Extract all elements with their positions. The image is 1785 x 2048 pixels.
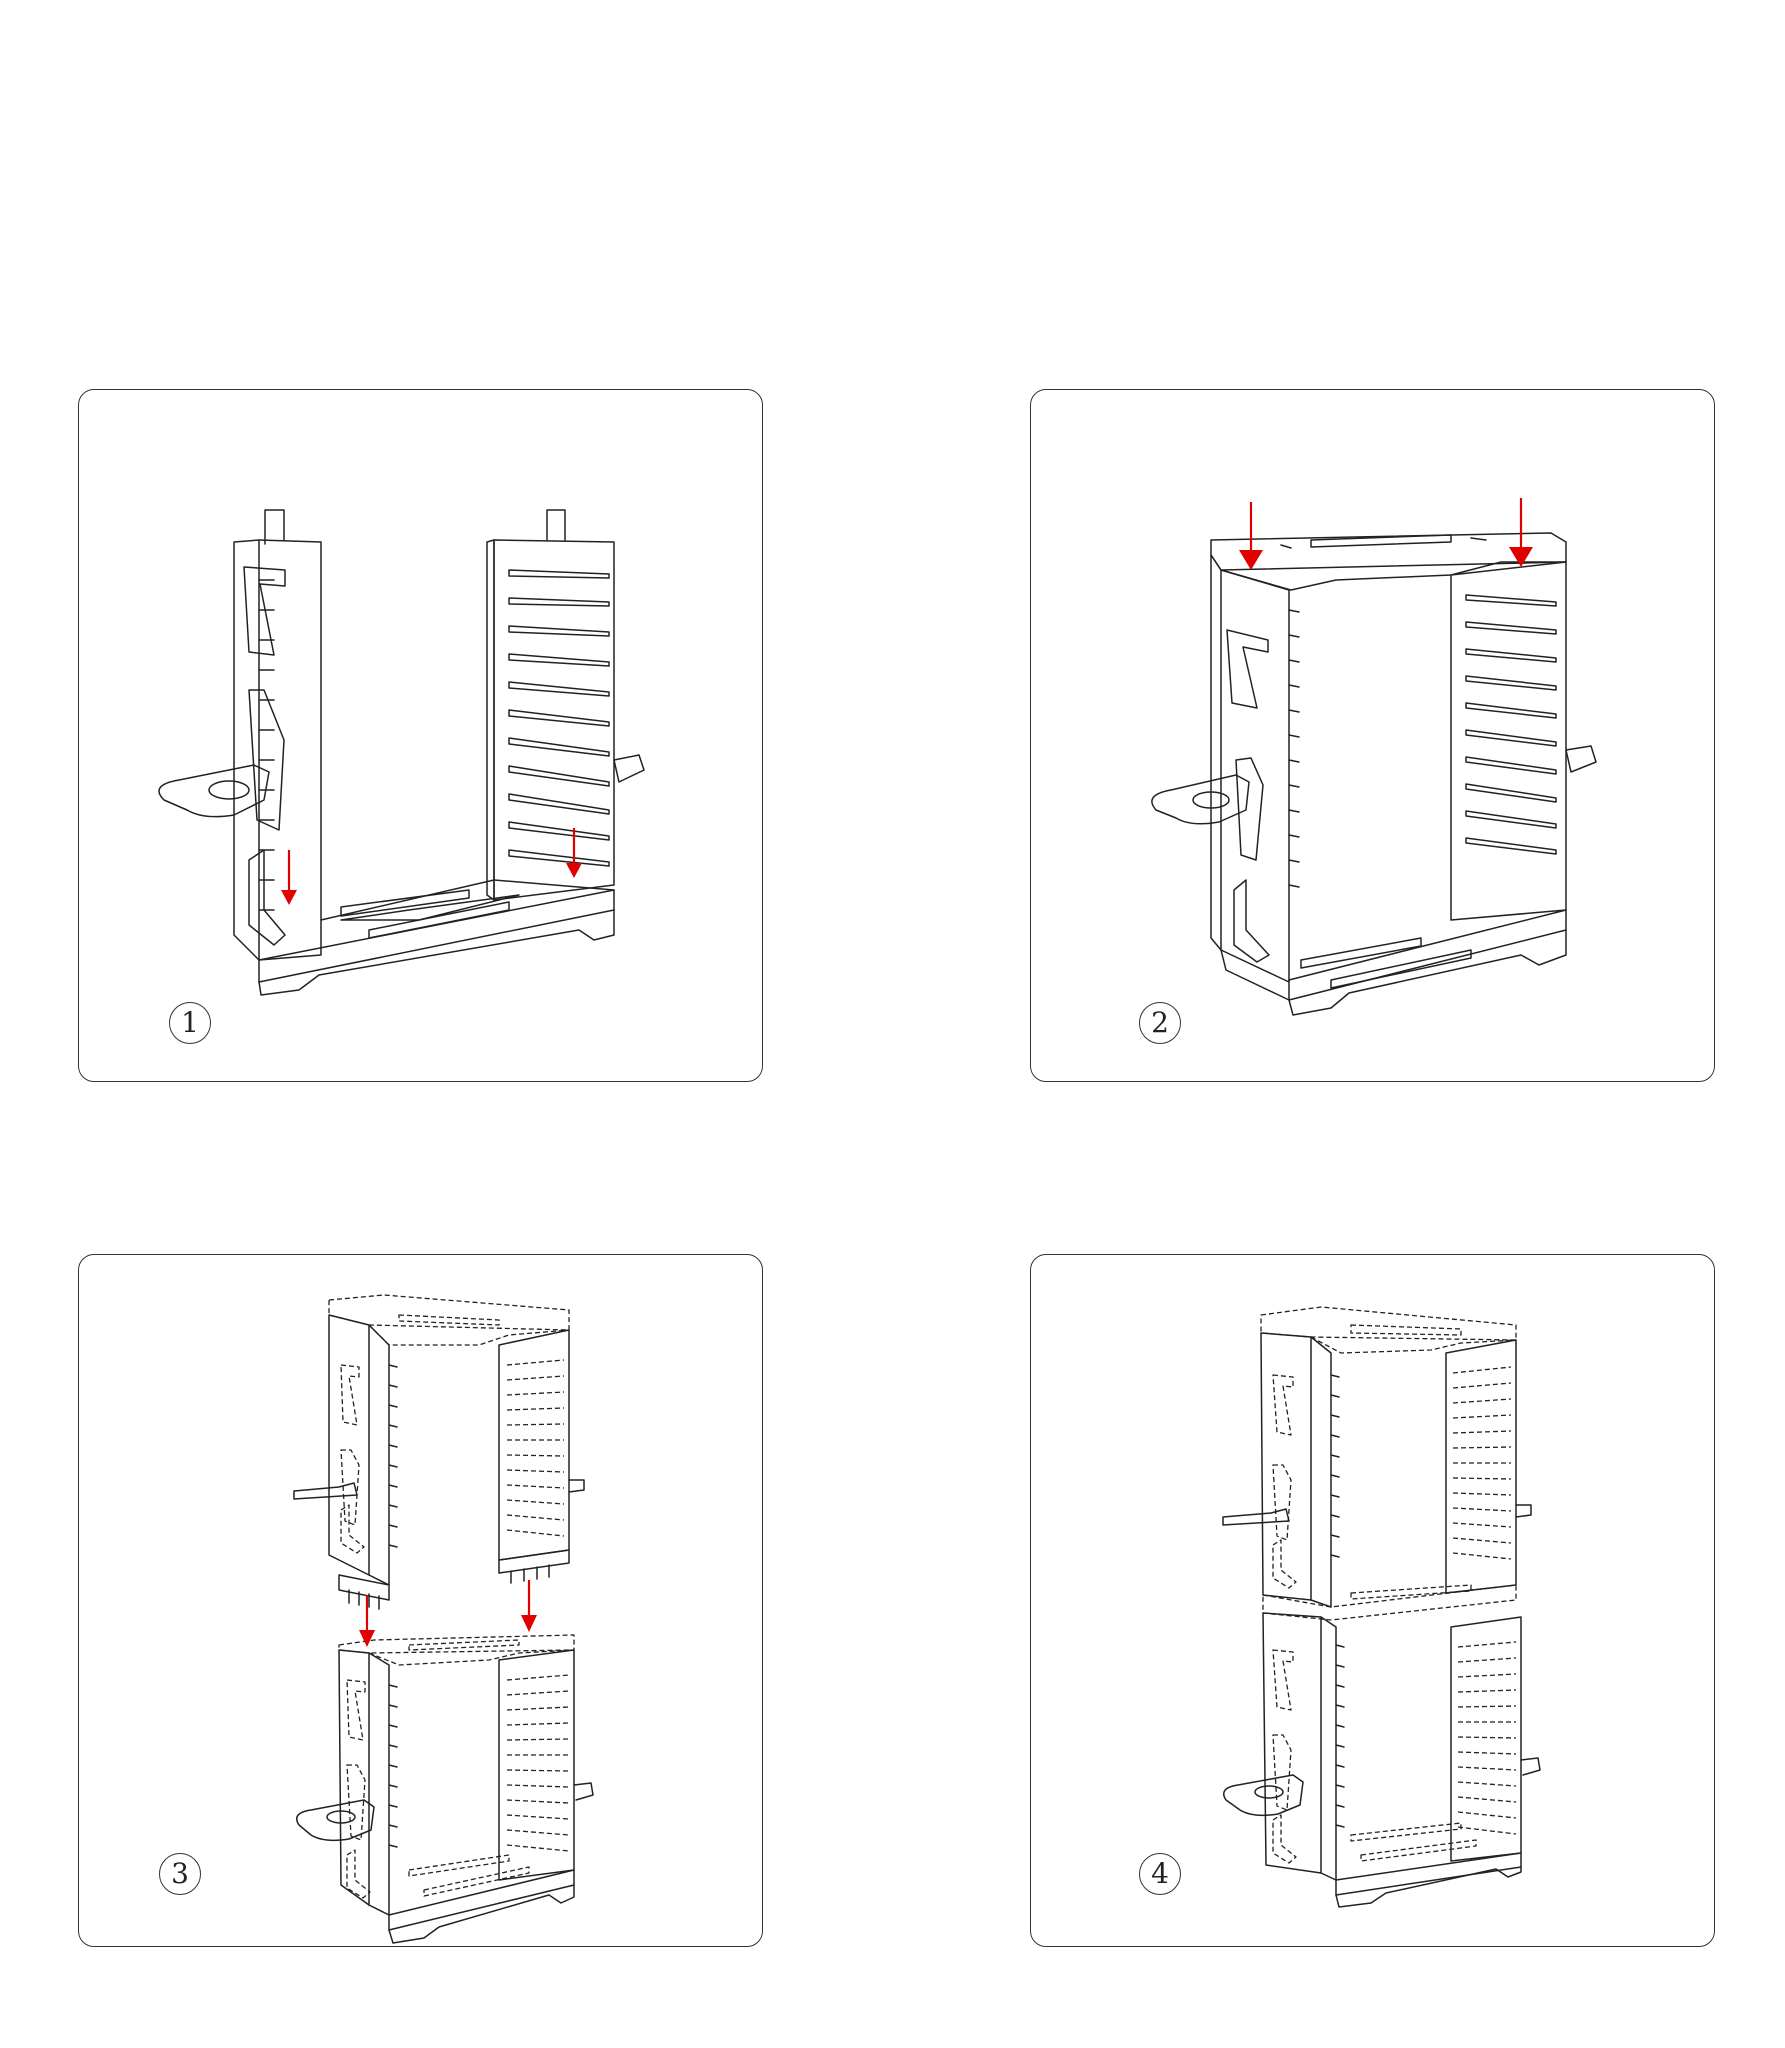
step-2-illustration bbox=[1151, 498, 1597, 1016]
step-4-illustration bbox=[1222, 1306, 1541, 1908]
step-2-panel: 2 bbox=[1030, 389, 1715, 1082]
step-2-number: 2 bbox=[1139, 1002, 1181, 1044]
base-panel bbox=[258, 879, 615, 996]
insert-arrow-right bbox=[566, 828, 582, 878]
step-3-panel: 3 bbox=[78, 1254, 763, 1947]
stack-arrow-right bbox=[521, 1580, 537, 1632]
step-1-number: 1 bbox=[169, 1002, 211, 1044]
stack-arrow-left bbox=[359, 1595, 375, 1647]
assembled-rack bbox=[1151, 532, 1597, 1016]
stacked-racks bbox=[1222, 1306, 1541, 1908]
upper-rack bbox=[293, 1294, 585, 1610]
step-1-panel: 1 bbox=[78, 389, 763, 1082]
step-4-panel: 4 bbox=[1030, 1254, 1715, 1947]
step-1-illustration bbox=[158, 509, 645, 996]
step-3-number: 3 bbox=[159, 1853, 201, 1895]
lower-rack bbox=[296, 1634, 594, 1944]
step-4-number: 4 bbox=[1139, 1853, 1181, 1895]
press-arrow-left bbox=[1239, 502, 1263, 570]
right-side-panel bbox=[486, 509, 645, 901]
left-side-panel bbox=[158, 509, 322, 961]
step-3-illustration bbox=[293, 1294, 594, 1944]
press-arrow-right bbox=[1509, 498, 1533, 567]
insert-arrow-left bbox=[281, 850, 297, 905]
